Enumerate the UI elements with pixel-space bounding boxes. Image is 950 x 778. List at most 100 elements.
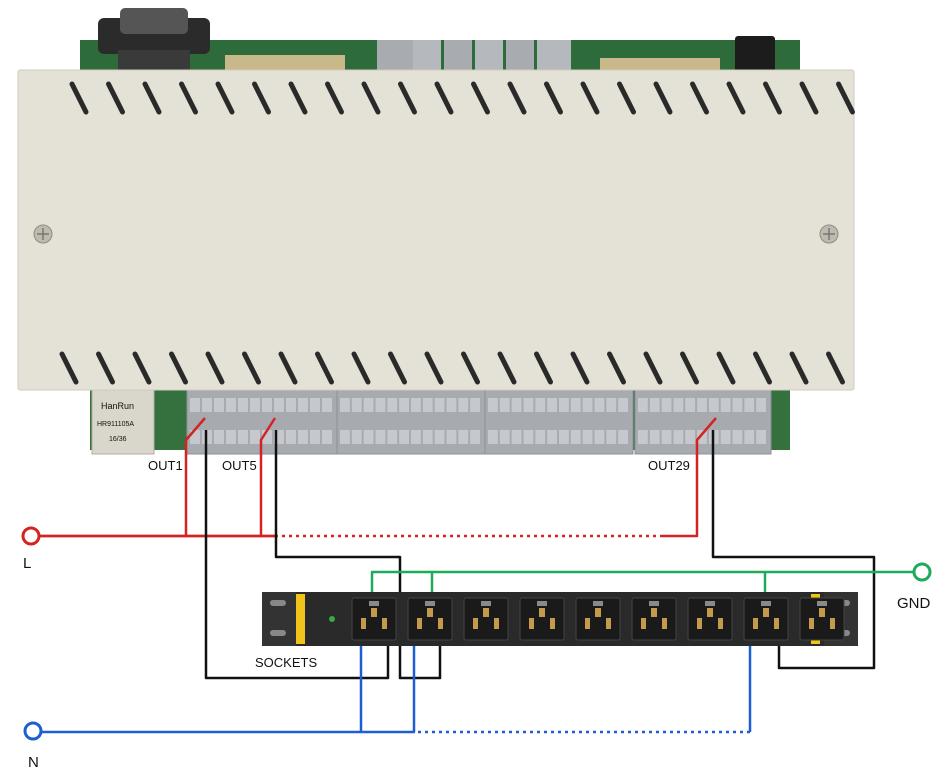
terminal-lever bbox=[511, 430, 522, 444]
terminal-lever bbox=[661, 430, 672, 444]
terminal-lever bbox=[673, 398, 684, 412]
socket-pin bbox=[662, 618, 667, 629]
terminal-lever bbox=[387, 398, 398, 412]
socket-ground-pin bbox=[427, 608, 433, 617]
terminal-block bbox=[336, 387, 486, 455]
terminal-lever bbox=[547, 398, 557, 412]
terminal-lever bbox=[375, 430, 386, 444]
vent-slot bbox=[534, 351, 553, 385]
pin-header-icon bbox=[600, 58, 720, 72]
terminal-lever bbox=[606, 430, 617, 444]
vent-slot bbox=[789, 351, 809, 385]
terminal-lever bbox=[547, 430, 557, 444]
socket-pin bbox=[494, 618, 499, 629]
vent-slot bbox=[680, 351, 699, 385]
terminal-lever bbox=[582, 430, 593, 444]
vent-slot bbox=[434, 81, 454, 115]
terminal-lever bbox=[274, 398, 284, 412]
socket-label-plate bbox=[761, 601, 771, 606]
terminal-lever bbox=[274, 430, 284, 444]
socket-ground-pin bbox=[483, 608, 489, 617]
socket-pin bbox=[606, 618, 611, 629]
vent-slot bbox=[59, 351, 79, 385]
live-wire-out1 bbox=[184, 417, 206, 536]
terminal-lever bbox=[422, 398, 433, 412]
vent-slot bbox=[242, 351, 261, 385]
terminal-lever bbox=[351, 398, 362, 412]
terminal-lever bbox=[649, 430, 660, 444]
socket-pin bbox=[641, 618, 646, 629]
terminal-lever bbox=[446, 398, 457, 412]
label-neutral: N bbox=[28, 754, 39, 771]
terminal-lever bbox=[399, 398, 409, 412]
ground-terminal bbox=[912, 562, 932, 582]
vent-slot bbox=[388, 351, 407, 385]
jack-model-text: HR911105A bbox=[97, 421, 134, 428]
socket-pin bbox=[550, 618, 555, 629]
vent-slot bbox=[252, 81, 271, 115]
vent-slot bbox=[653, 81, 673, 115]
terminal-lever bbox=[697, 398, 707, 412]
socket-outlets bbox=[351, 597, 845, 641]
socket-pin bbox=[585, 618, 590, 629]
ethernet-jack-icon: HanRun HR911105A 16/36 bbox=[91, 387, 155, 455]
socket-outlet bbox=[799, 597, 845, 641]
vent-slots-bottom bbox=[59, 351, 845, 385]
terminal-lever bbox=[649, 398, 660, 412]
terminal-lever bbox=[756, 398, 766, 412]
socket-pin bbox=[830, 618, 835, 629]
terminal-lever bbox=[422, 430, 433, 444]
vent-slot bbox=[398, 81, 417, 115]
pdu-bracket bbox=[296, 594, 305, 644]
live-wire-out5 bbox=[259, 417, 277, 536]
terminal-lever bbox=[250, 430, 260, 444]
terminal-lever bbox=[618, 398, 628, 412]
vent-slot bbox=[424, 351, 444, 385]
vent-slot bbox=[497, 351, 517, 385]
terminal-lever bbox=[458, 398, 469, 412]
socket-pin bbox=[382, 618, 387, 629]
socket-ground-pin bbox=[763, 608, 769, 617]
vent-slot bbox=[205, 351, 225, 385]
socket-label-plate bbox=[817, 601, 827, 606]
terminal-lever bbox=[226, 430, 236, 444]
terminal-lever bbox=[434, 398, 445, 412]
terminal-lever bbox=[202, 398, 212, 412]
terminal-lever bbox=[190, 398, 200, 412]
terminal-lever bbox=[744, 398, 755, 412]
socket-ground-pin bbox=[371, 608, 377, 617]
terminal-lever bbox=[351, 430, 362, 444]
screw-icon bbox=[819, 224, 839, 244]
output-terminal-blocks bbox=[186, 387, 772, 455]
terminal-lever bbox=[685, 398, 696, 412]
terminal-lever bbox=[470, 398, 480, 412]
terminal-lever bbox=[399, 430, 409, 444]
vent-slot bbox=[361, 81, 381, 115]
vent-slot bbox=[643, 351, 663, 385]
vent-slot bbox=[179, 81, 198, 115]
socket-outlet bbox=[575, 597, 621, 641]
terminal-lever bbox=[638, 430, 648, 444]
vent-slot bbox=[836, 81, 855, 115]
vent-slot bbox=[726, 81, 746, 115]
terminal-lever bbox=[488, 430, 498, 444]
terminal-lever bbox=[559, 398, 569, 412]
vent-slot bbox=[826, 351, 845, 385]
terminal-lever bbox=[697, 430, 707, 444]
socket-pin bbox=[697, 618, 702, 629]
socket-outlet bbox=[631, 597, 677, 641]
terminal-lever bbox=[363, 398, 374, 412]
socket-pin bbox=[774, 618, 779, 629]
terminal-lever bbox=[708, 398, 719, 412]
socket-pin bbox=[473, 618, 478, 629]
terminal-lever bbox=[262, 430, 272, 444]
vent-slot bbox=[69, 81, 89, 115]
socket-outlet bbox=[743, 597, 789, 641]
socket-label-plate bbox=[705, 601, 715, 606]
socket-pin bbox=[809, 618, 814, 629]
label-out29: OUT29 bbox=[648, 458, 690, 473]
vent-slot bbox=[753, 351, 772, 385]
line-terminal-l bbox=[21, 526, 41, 546]
terminal-lever bbox=[310, 430, 320, 444]
vent-slot bbox=[278, 351, 298, 385]
